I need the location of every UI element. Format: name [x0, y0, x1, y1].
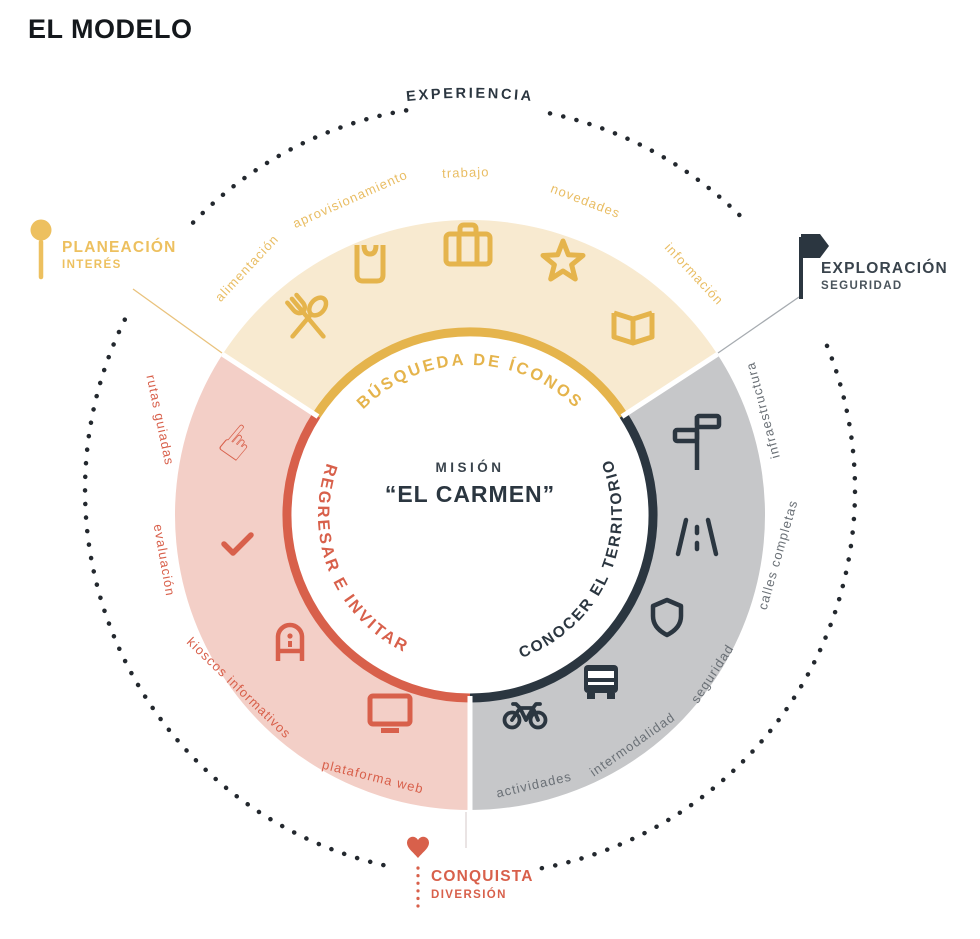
ring-label-busqueda: BÚSQUEDA DE ÍCONOS: [353, 351, 584, 413]
dotted-outer-circle: [82, 107, 858, 872]
pin-icon: [30, 219, 52, 280]
book-icon: [611, 310, 655, 346]
heart-icon: [407, 836, 429, 908]
connector-lines: [132, 288, 800, 848]
bus-icon: [584, 665, 618, 699]
star-icon: [540, 238, 586, 282]
conquista-label: CONQUISTA: [431, 868, 534, 885]
sector-conocer: [470, 354, 766, 810]
road-icon: [675, 517, 719, 557]
sector-separators: [221, 352, 719, 812]
checkmark-icon: [221, 532, 254, 556]
shield-icon: [650, 597, 684, 638]
mission-eyebrow: MISIÓN: [435, 460, 504, 475]
item-label: rutas guiadas: [143, 373, 177, 466]
item-label: información: [662, 240, 727, 308]
conquista-sublabel: DIVERSIÓN: [431, 888, 507, 901]
item-label: trabajo: [442, 164, 490, 181]
item-label: alimentación: [212, 231, 282, 304]
mission-title: “EL CARMEN”: [385, 481, 555, 507]
svg-text:EXPERIENCIA: EXPERIENCIA: [405, 86, 534, 105]
exploracion-group: EXPLORACIÓN SEGURIDAD: [799, 234, 948, 299]
sector-busqueda: [222, 219, 718, 416]
ring-dark: [469, 412, 658, 703]
center-mission: MISIÓN “EL CARMEN”: [385, 460, 555, 507]
exploracion-label: EXPLORACIÓN: [821, 259, 948, 277]
item-label: aprovisionamiento: [290, 167, 410, 231]
item-label: novedades: [549, 181, 623, 221]
flag-icon: [799, 234, 829, 299]
conquista-group: CONQUISTA DIVERSIÓN: [407, 836, 534, 908]
bag-icon: [354, 244, 386, 284]
exploracion-sublabel: SEGURIDAD: [821, 280, 903, 292]
bicycle-icon: [502, 702, 548, 730]
planeacion-group: PLANEACIÓN INTERÉS: [30, 219, 176, 280]
screen-icon: [367, 693, 413, 733]
page-title: EL MODELO: [28, 14, 193, 44]
ring-red: [282, 412, 471, 703]
briefcase-icon: [443, 222, 493, 267]
ring-yellow: [312, 327, 628, 418]
svg-text:BÚSQUEDA DE ÍCONOS: BÚSQUEDA DE ÍCONOS: [353, 351, 586, 413]
cutlery-icon: [285, 292, 329, 339]
signpost-icon: [672, 413, 722, 470]
planeacion-label: PLANEACIÓN: [62, 238, 176, 256]
experiencia-label: EXPERIENCIA: [405, 86, 531, 105]
kiosk-icon: [275, 622, 305, 661]
planeacion-sublabel: INTERÉS: [62, 258, 122, 271]
inner-ring: [282, 327, 658, 703]
item-label: evaluación: [151, 523, 178, 598]
